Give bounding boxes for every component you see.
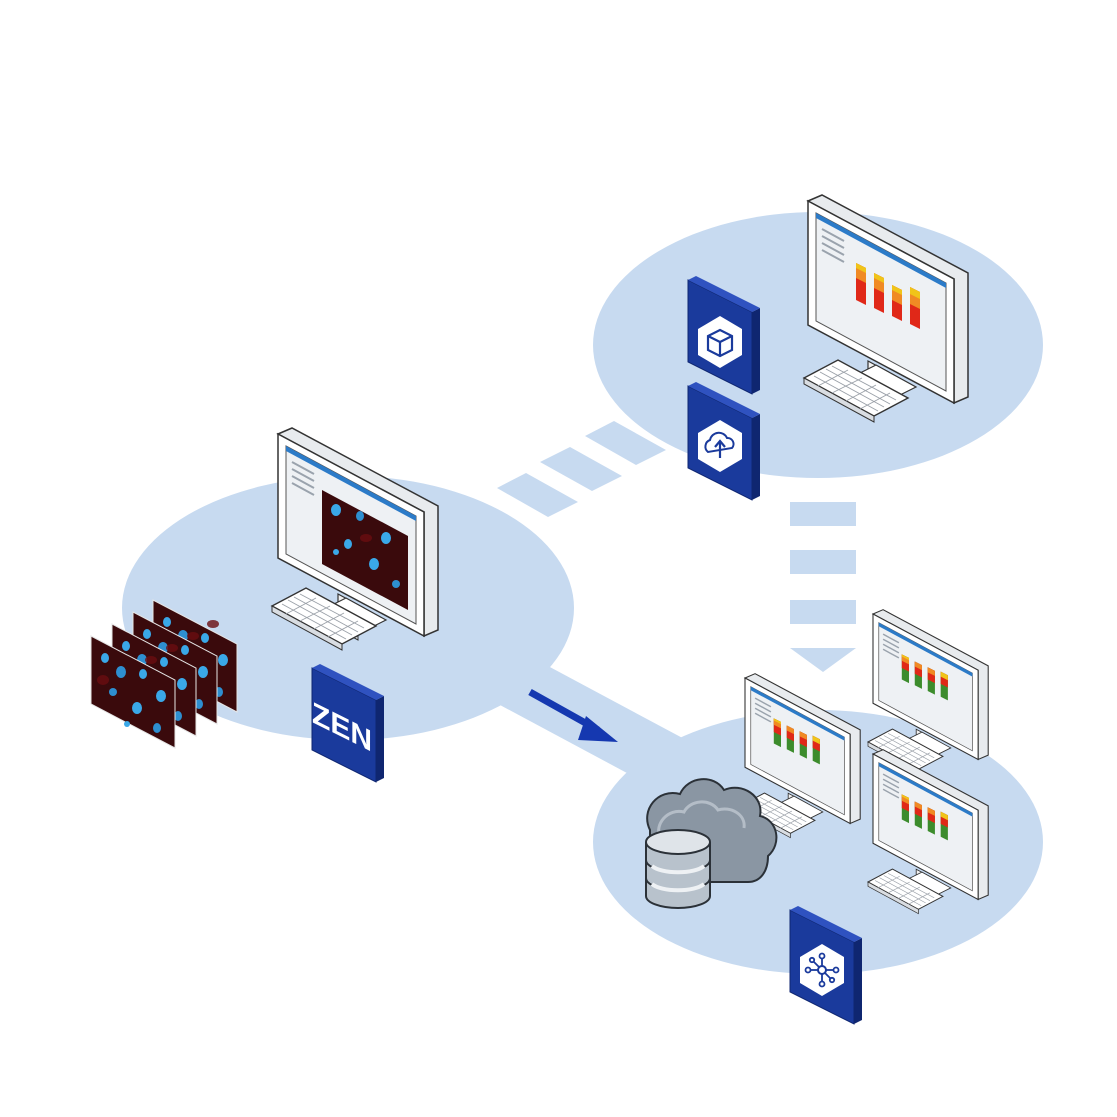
cloud-upload-icon [698, 420, 742, 472]
dashed-flow-vertical [790, 502, 856, 672]
arrow-to-collaboration [528, 688, 618, 742]
cube-tile [687, 275, 761, 395]
connector-band [500, 666, 690, 780]
network-hub-tile [789, 905, 863, 1025]
image-stack [90, 599, 238, 749]
dashed-flow-diagonal [497, 421, 666, 517]
cloud-upload-tile [687, 381, 761, 501]
cube-icon [698, 316, 742, 368]
database-icon [645, 829, 711, 909]
acquisition-monitor [277, 427, 439, 641]
monitor-microscopy-image [322, 490, 408, 610]
zen-logo-tile: ZEN [311, 663, 385, 783]
network-hub-icon [800, 944, 844, 996]
